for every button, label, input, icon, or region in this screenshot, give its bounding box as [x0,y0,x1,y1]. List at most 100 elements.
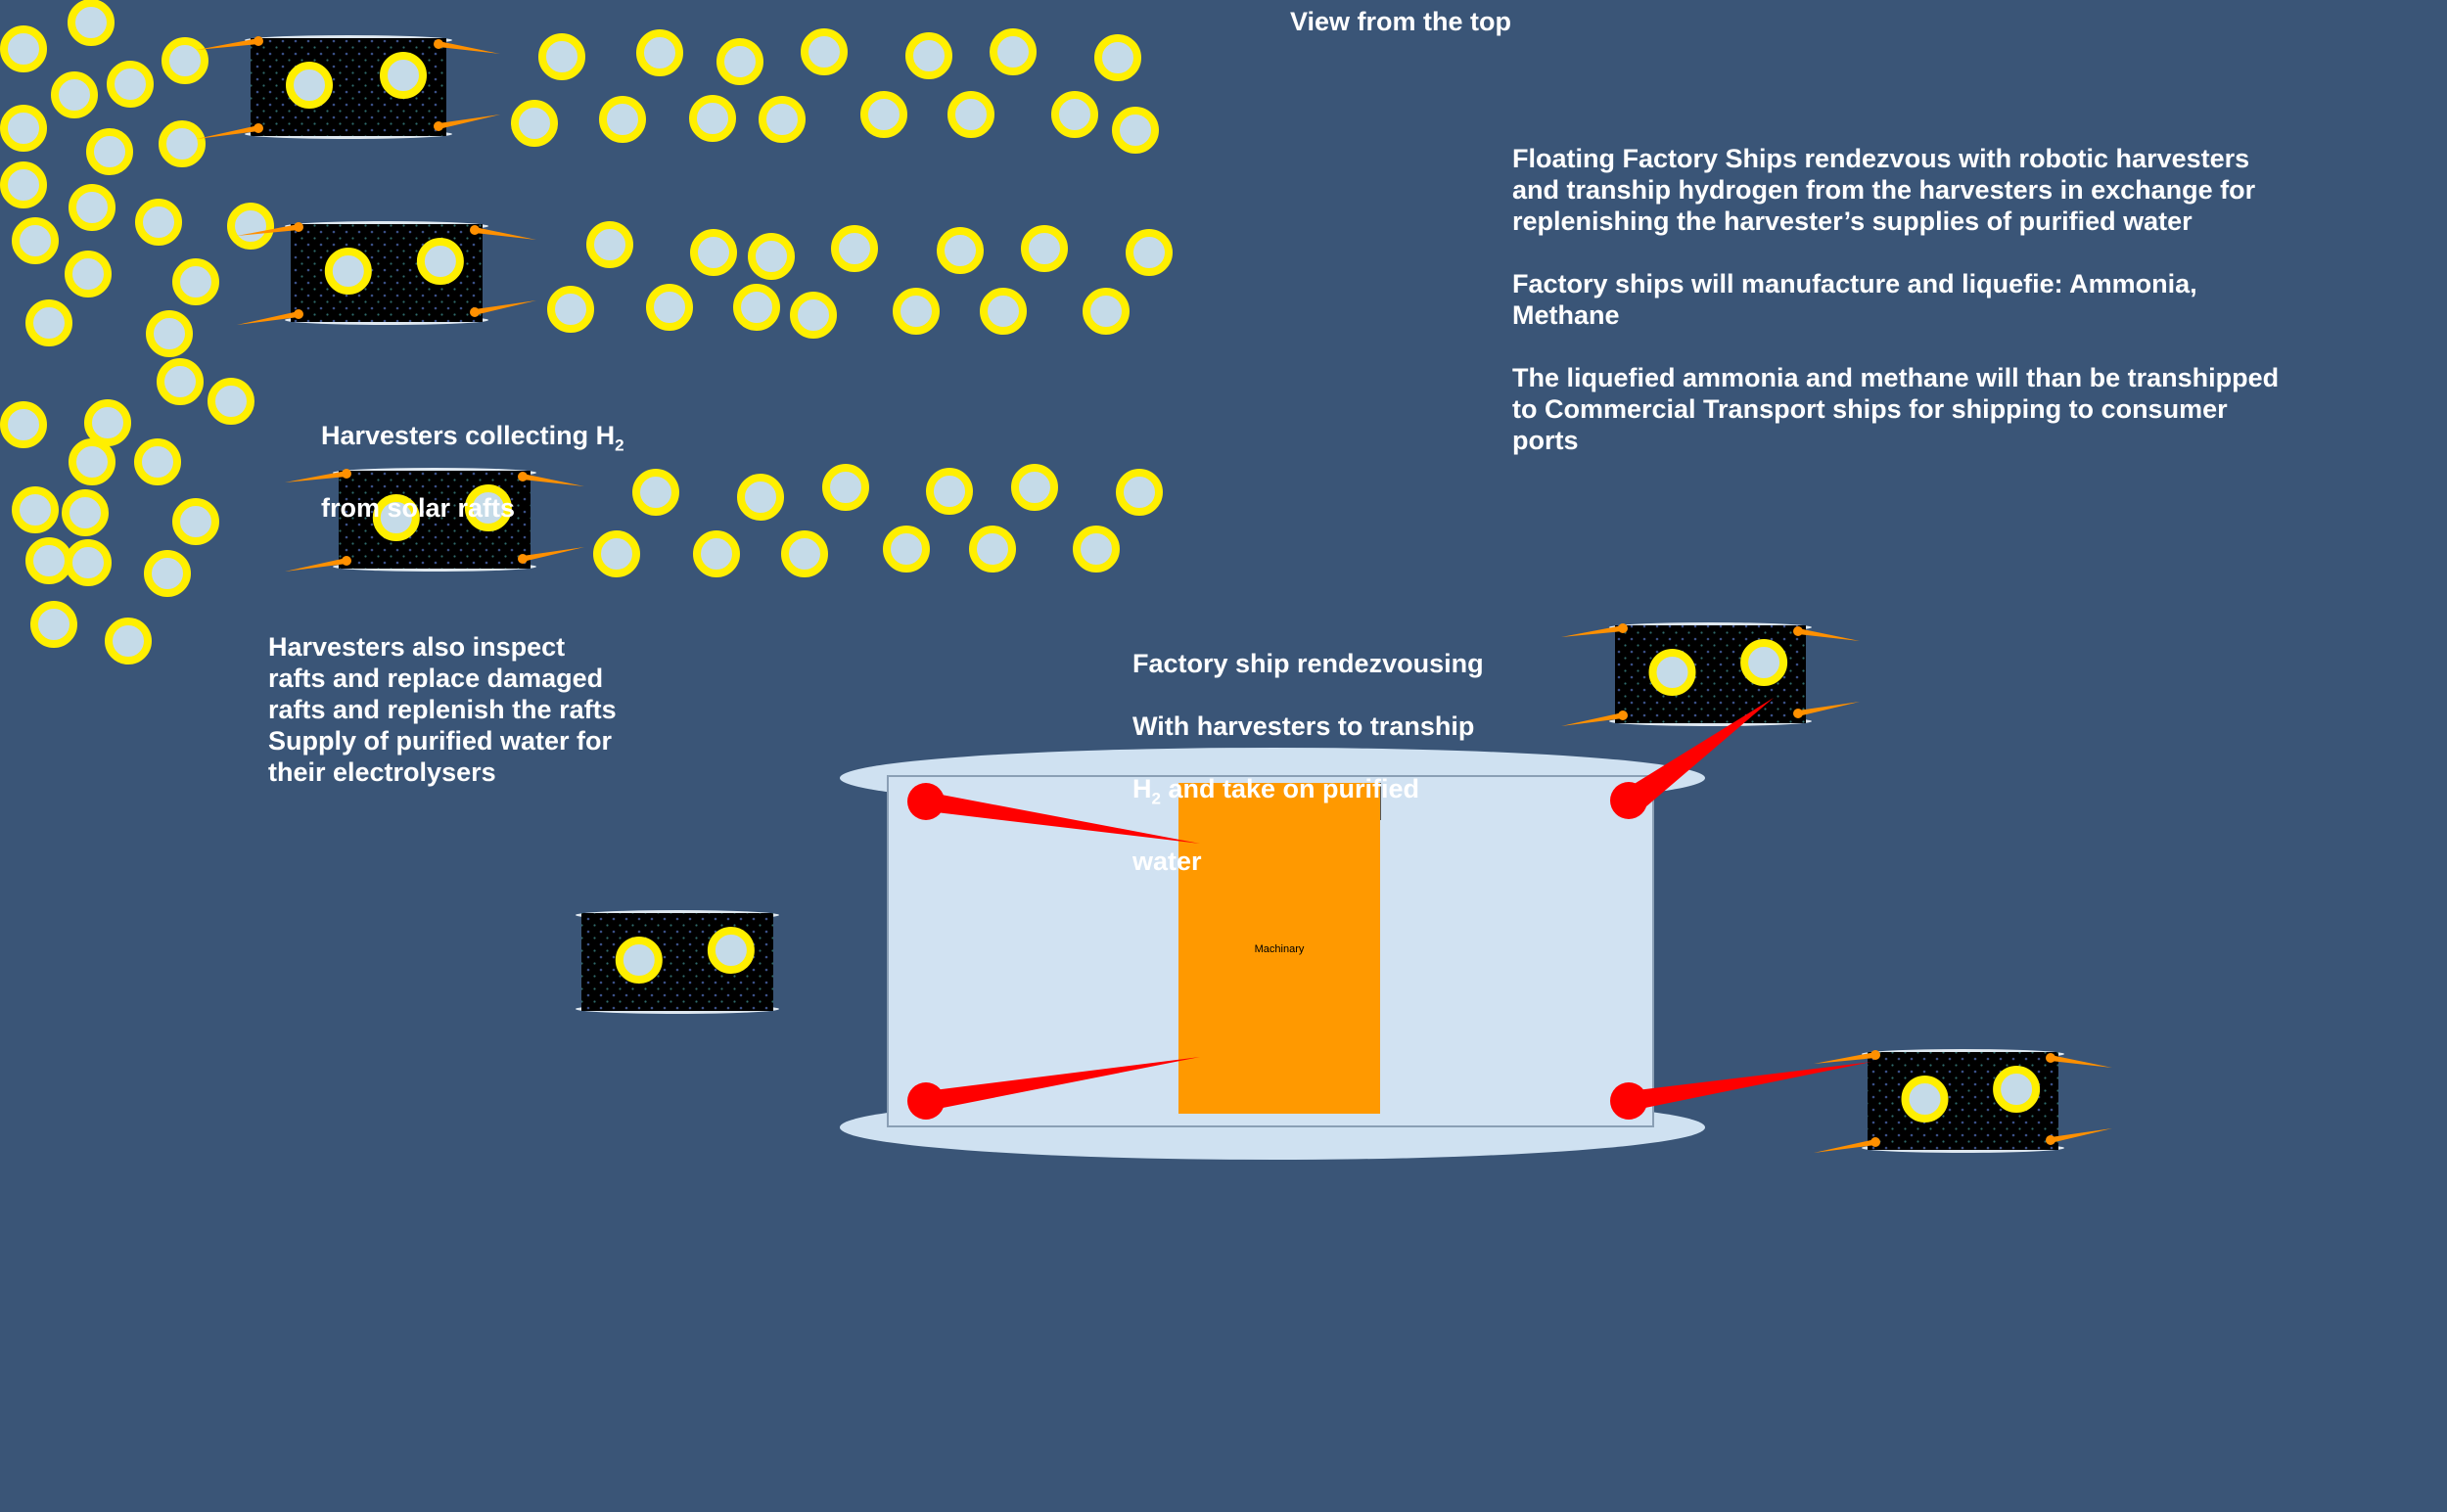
solar-raft [1112,107,1159,154]
tether-anchor-top-left [907,783,945,820]
harvester-antenna-tip [434,121,443,131]
solar-raft [1083,288,1130,335]
harvester-antenna [2051,1128,2112,1143]
tether-anchor-bottom-right [1610,1082,1647,1120]
harvester-antenna-tip [1870,1050,1880,1060]
solar-raft [860,91,907,138]
tether-anchor-bottom-left [907,1082,945,1120]
solar-raft [893,288,940,335]
solar-raft [157,358,204,405]
solar-raft [831,225,878,272]
solar-raft [0,25,47,72]
solar-raft [12,486,59,533]
harvester-antenna-tip [294,222,303,232]
harvester-antenna-tip [518,472,528,481]
factory-ships-para-3: The liquefied ammonia and methane will t… [1512,363,2280,455]
solar-raft [69,184,115,231]
harvester-window [372,494,420,541]
harvester-antenna-tip [434,39,443,49]
solar-raft [538,33,585,80]
solar-raft [547,286,594,333]
solar-raft [12,217,59,264]
solar-raft [689,95,736,142]
harvester-window [1901,1076,1949,1123]
harvester-antenna [1798,628,1860,641]
solar-raft [84,399,131,446]
solar-raft [599,96,646,143]
harvester-antenna [2051,1055,2112,1068]
harvester-antenna-tip [470,225,480,235]
solar-raft [781,530,828,577]
harvester-antenna [523,547,584,562]
solar-raft [208,378,254,425]
harvester-antenna [523,474,584,486]
solar-raft [69,438,115,485]
solar-raft [68,0,115,46]
harvesters-collecting-subscript: 2 [615,435,624,455]
factory-rendezvous-label: Factory ship rendezvousing With harveste… [1132,617,1484,877]
solar-raft [511,100,558,147]
solar-raft [716,38,763,85]
tethers [907,698,1871,1120]
solar-raft [159,120,206,167]
harvester-antenna-tip [294,309,303,319]
solar-raft [883,526,930,573]
solar-raft [62,489,109,536]
solar-raft [65,539,112,586]
solar-raft [65,251,112,298]
solar-raft [969,526,1016,573]
solar-raft [1094,34,1141,81]
solar-raft [135,199,182,246]
harvester-antenna-tip [470,307,480,317]
harvester-window [1993,1066,2041,1113]
harvester-antenna-tip [1793,626,1803,636]
factory-rendezvous-line3-prefix: H [1132,774,1152,803]
harvesters-collecting-line1: Harvesters collecting H [321,421,616,450]
solar-raft [733,284,780,331]
harvester-antenna [197,38,258,50]
solar-raft [693,530,740,577]
solar-raft [1116,469,1163,516]
factory-rendezvous-subscript: 2 [1151,789,1161,808]
page-title: View from the top [1290,7,1512,36]
solar-raft [1073,526,1120,573]
harvester-antenna [439,41,500,54]
harvester [576,910,779,1014]
solar-raft [926,468,973,515]
factory-rendezvous-line1: Factory ship rendezvousing [1132,649,1484,678]
solar-raft [25,537,72,584]
solar-raft [1051,91,1098,138]
solar-raft [822,464,869,511]
solar-raft [51,71,98,118]
solar-raft [162,37,208,84]
solar-raft [0,401,47,448]
solar-raft [646,284,693,331]
solar-rafts [0,0,1173,664]
factory-rendezvous-line3-suffix: and take on purified [1160,774,1419,803]
solar-raft [593,530,640,577]
harvester [1561,622,1860,726]
tether-bottom-right [1629,1062,1871,1111]
harvester-antenna-tip [1618,623,1628,633]
solar-raft [86,128,133,175]
harvester-antenna [1798,702,1860,716]
solar-raft [134,438,181,485]
solar-raft [636,29,683,76]
harvester-window [286,62,333,109]
harvester-window [416,238,464,285]
harvesters-collecting-line2: from solar rafts [321,493,516,524]
harvester-antenna-tip [518,554,528,564]
solar-raft [937,227,984,274]
solar-raft [0,161,47,208]
harvester [197,35,500,139]
harvester-window [707,927,755,974]
solar-raft [25,299,72,346]
harvester [1814,1049,2112,1153]
solar-raft [107,61,154,108]
harvesters-collecting-label: Harvesters collecting H2 from solar raft… [321,389,624,524]
solar-raft [905,32,952,79]
solar-raft [172,258,219,305]
solar-raft [980,288,1027,335]
harvesters-inspect-label: Harvesters also inspect rafts and replac… [268,632,617,787]
